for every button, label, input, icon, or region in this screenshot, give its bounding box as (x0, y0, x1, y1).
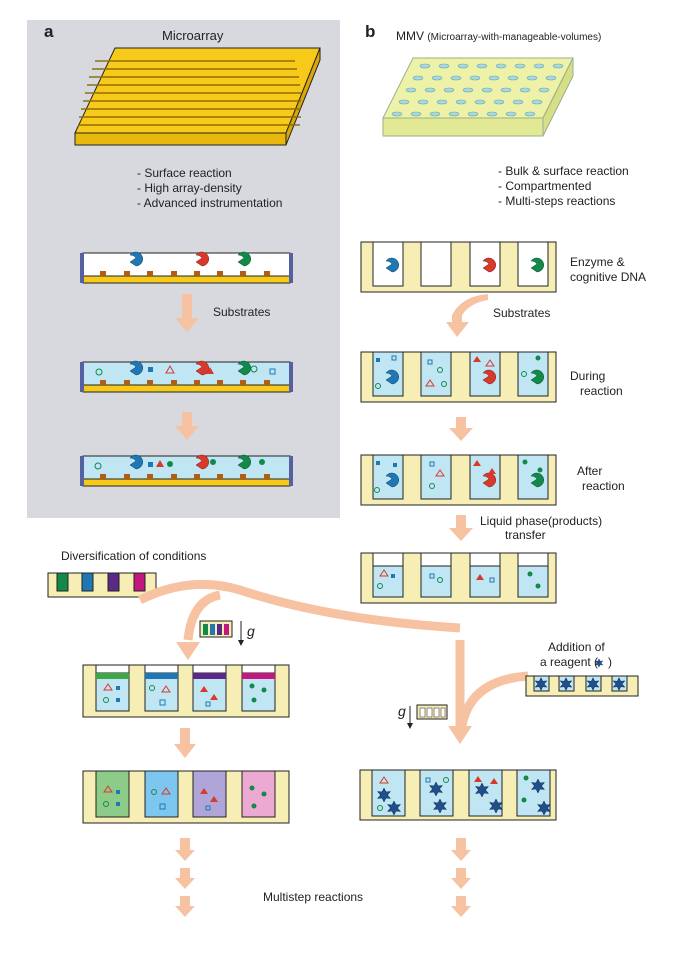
addition-line-1: Addition of (548, 640, 605, 654)
step-transfer-line-2: transfer (505, 528, 546, 542)
multistep-arrows (174, 728, 471, 917)
mmv-plate-2 (360, 351, 557, 403)
g-label-right: g (398, 703, 406, 719)
step-after-line-2: reaction (582, 479, 625, 493)
mmv-plate-3 (360, 454, 557, 506)
panel-b-title: MMV (Microarray-with-manageable-volumes) (396, 29, 601, 45)
step-enzyme-line-1: Enzyme & (570, 255, 625, 269)
condition-plate-2 (82, 770, 290, 824)
mmv-title: MMV (396, 29, 424, 43)
panel-a-feature-3: - Advanced instrumentation (137, 196, 283, 210)
step-during-line-1: During (570, 369, 606, 383)
centrifuge-icon-2 (407, 704, 448, 729)
panel-a-feature-2: - High array-density (137, 181, 242, 195)
panel-a-arrows (175, 294, 199, 440)
panel-a-stage-1 (80, 251, 293, 284)
condition-plate-1 (82, 664, 290, 718)
panel-b-feature-2: - Compartmented (498, 179, 592, 193)
reagent-plate (359, 769, 557, 821)
step-transfer-line-1: Liquid phase(products) (480, 514, 603, 528)
panel-a-letter: a (44, 22, 54, 41)
flow-arrowheads (176, 642, 472, 744)
mmv-plate-4 (360, 552, 557, 604)
diversification-strip (47, 572, 157, 598)
panel-b-feature-1: - Bulk & surface reaction (498, 164, 629, 178)
addition-line-2: a reagent () (540, 655, 612, 670)
panel-a-title: Microarray (162, 28, 224, 43)
step-enzyme-line-2: cognitive DNA (570, 270, 647, 284)
multistep-label: Multistep reactions (263, 890, 364, 904)
panel-b-letter: b (365, 22, 376, 41)
step-after-line-1: After (577, 464, 603, 478)
mmv-plate-1 (360, 241, 557, 293)
reagent-strip (525, 675, 639, 697)
mmv-chip (382, 57, 574, 137)
microarray-chip (74, 47, 321, 146)
flow-arrows (137, 579, 529, 727)
addition-text: a reagent ( (540, 655, 599, 669)
diversification-label: Diversification of conditions (61, 549, 207, 563)
step-during-line-2: reaction (580, 384, 623, 398)
panel-b-arrows (446, 294, 488, 541)
centrifuge-icon (199, 620, 244, 646)
mmv-subtitle: (Microarray-with-manageable-volumes) (427, 32, 602, 43)
panel-a-substrates-label: Substrates (213, 305, 271, 319)
panel-a-stage-2 (80, 360, 293, 393)
panel-a-feature-1: - Surface reaction (137, 166, 232, 180)
g-label-left: g (247, 623, 255, 639)
addition-close: ) (608, 655, 613, 669)
panel-a-stage-3 (80, 454, 293, 487)
panel-b-feature-3: - Multi-steps reactions (498, 194, 616, 208)
step-substrates: Substrates (493, 306, 551, 320)
